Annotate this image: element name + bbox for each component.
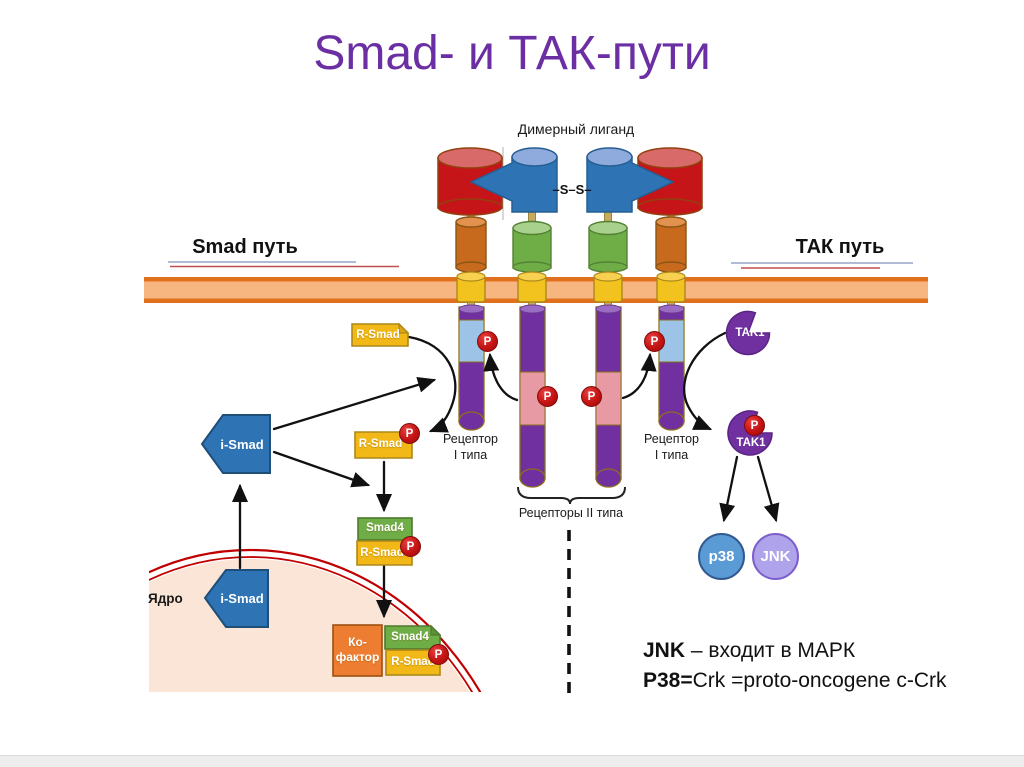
smad4-box-cytoplasm	[357, 517, 413, 541]
disulfide-label: –S–S–	[552, 182, 592, 197]
p38-label: p38	[708, 548, 735, 565]
smad4-box-nucleus	[384, 624, 442, 650]
phospho-badge-type2-right: P	[581, 386, 602, 407]
phospho-badge-type2-left: P	[537, 386, 558, 407]
smad-path-label: Smad путь	[192, 236, 298, 258]
receptor-type1-label-right: Рецептор I типа	[644, 432, 699, 462]
phospho-badge-rsmad: P	[399, 423, 420, 444]
ismad-shape-cytoplasm	[200, 414, 271, 474]
arrow-tak1-activation	[683, 331, 727, 431]
rsmad-label-nucleus: R-Smad	[391, 656, 435, 668]
arrow-tak-to-jnk	[756, 455, 780, 523]
ismad-label-nucleus: i-Smad	[220, 591, 264, 606]
arrow-ismad-2	[272, 450, 371, 488]
phospho-badge-type1-left: P	[477, 331, 498, 352]
arrow-ismad-1	[272, 377, 437, 431]
arrow-rsmad-recruit	[407, 335, 457, 433]
smad4-label-cytoplasm: Smad4	[366, 522, 404, 534]
section-underlines	[168, 261, 913, 269]
ligand-blue-left	[469, 147, 558, 213]
ligand-blue-right	[586, 147, 675, 213]
jnk-node: JNK	[752, 533, 799, 580]
p38-node: p38	[698, 533, 745, 580]
note-jnk: JNK – входит в МАРК	[643, 639, 855, 663]
type1-receptor-right	[658, 304, 685, 431]
note-p38-text: Crk =proto-oncogene c-Crk	[692, 669, 947, 692]
type2-brace	[517, 486, 626, 505]
note-jnk-term: JNK	[643, 639, 686, 662]
tak1-label-active: TAK1	[736, 437, 766, 449]
orange-cylinder-right	[655, 216, 687, 273]
arrow-p-right	[621, 352, 657, 400]
bottom-bar	[0, 755, 1024, 767]
phospho-badge-nucleus: P	[428, 644, 449, 665]
smad4-label-nucleus: Smad4	[391, 631, 429, 643]
ismad-label-cytoplasm: i-Smad	[220, 437, 264, 452]
rsmad-label-phospho: R-Smad	[358, 438, 403, 450]
rsmad-label-cytoplasm: R-Smad	[360, 547, 404, 559]
note-p38: P38=Crk =proto-oncogene c-Crk	[643, 669, 947, 693]
jnk-label: JNK	[760, 548, 791, 565]
arrow-tak-to-p38	[719, 455, 739, 523]
arrow-p-left	[483, 352, 519, 402]
phospho-badge-complex: P	[400, 536, 421, 557]
phospho-badge-type1-right: P	[644, 331, 665, 352]
rsmad-tag-free	[351, 322, 410, 347]
receptor-type1-label-left: Рецептор I типа	[443, 432, 498, 462]
transmembrane-segments	[456, 271, 686, 303]
arrows	[231, 331, 780, 619]
green-cylinder-right	[588, 220, 628, 273]
receptor-type2-label: Рецепторы II типа	[518, 506, 624, 520]
dimeric-ligand-label: Димерный лиганд	[517, 121, 635, 137]
tak1-label-inactive: TAK1	[735, 327, 765, 339]
cofactor-box	[332, 624, 383, 677]
rsmad-label-free: R-Smad	[356, 329, 400, 341]
tak-path-label: ТАК путь	[795, 236, 885, 258]
nucleus-label: Ядро	[148, 591, 183, 606]
type1-receptor-left	[458, 304, 485, 431]
ismad-shape-nucleus	[203, 569, 269, 628]
phospho-badge-tak1: P	[744, 415, 765, 436]
green-cylinder-left	[512, 220, 552, 273]
note-p38-term: P38=	[643, 669, 693, 692]
page-title: Smad- и ТАК-пути	[313, 27, 711, 80]
note-jnk-text: – входит в МАРК	[685, 639, 856, 662]
tak1-shape-inactive	[725, 310, 771, 356]
orange-cylinder-left	[455, 216, 487, 273]
cofactor-label: Ко- фактор	[335, 635, 380, 664]
